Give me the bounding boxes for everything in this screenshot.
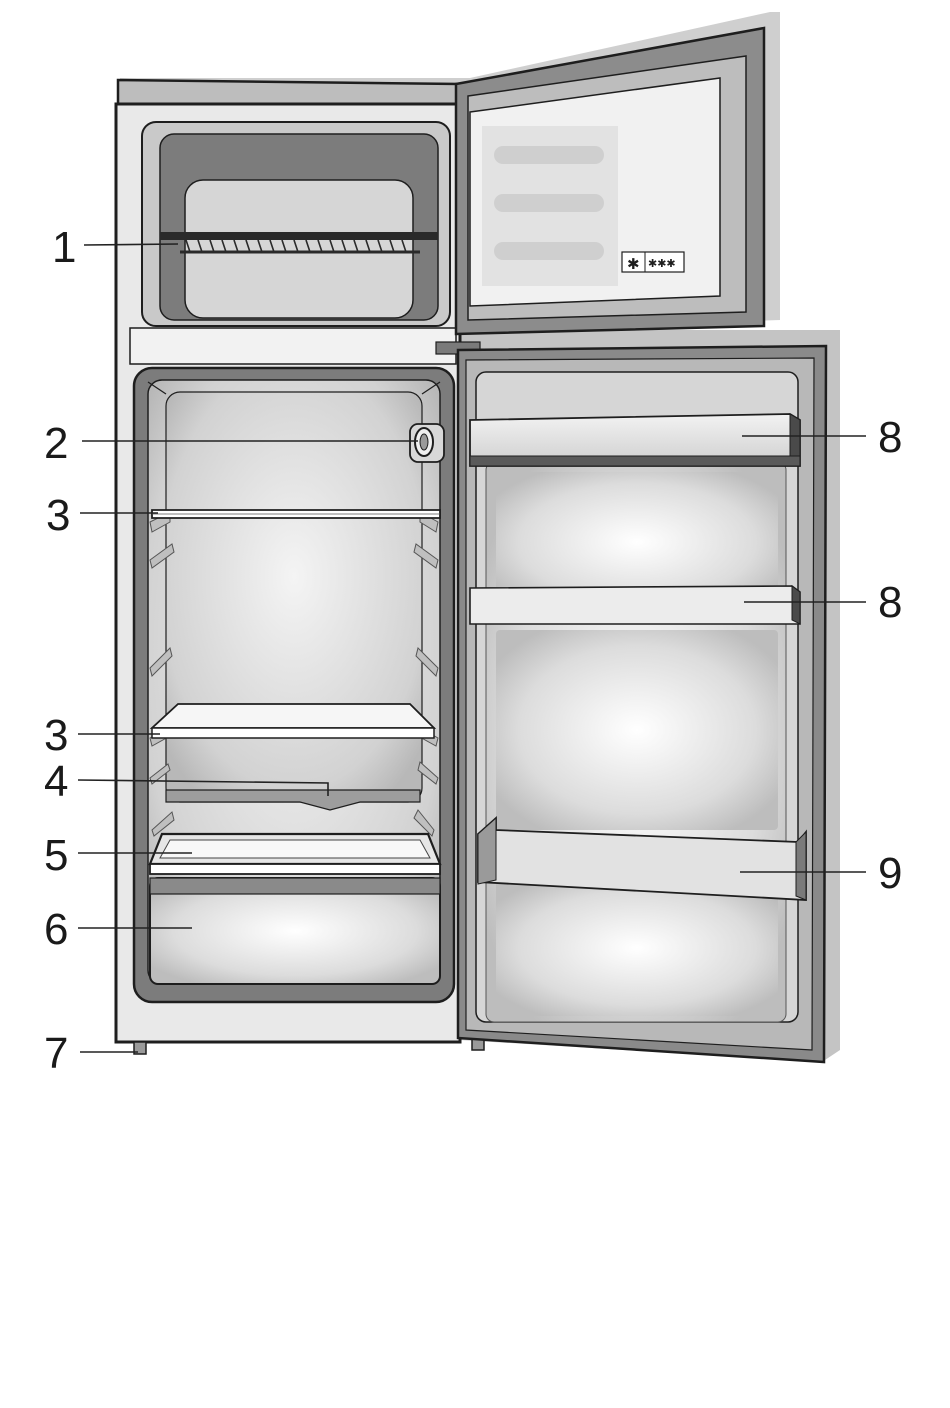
callout-4: 4 (44, 757, 68, 806)
callout-9: 9 (878, 849, 902, 898)
snowflake-icon: ✱ (627, 255, 640, 273)
crisper-drawer (150, 878, 440, 984)
callout-5: 5 (44, 831, 68, 880)
callout-3-lower: 3 (44, 711, 68, 760)
callout-2: 2 (44, 419, 68, 468)
fridge-compartment (134, 368, 454, 1002)
callout-3-upper: 3 (46, 491, 70, 540)
callout-8-middle: 8 (878, 578, 902, 627)
star-rating-label: ✱✱✱ (648, 257, 676, 270)
glass-shelf-upper (152, 510, 440, 518)
callout-7: 7 (44, 1029, 68, 1078)
thermostat-knob (410, 424, 444, 462)
callout-8-top: 8 (878, 413, 902, 462)
compartment-divider (130, 328, 456, 364)
door-shelf-top (470, 414, 800, 466)
callout-6: 6 (44, 905, 68, 954)
freezer-compartment (142, 122, 450, 326)
callout-1: 1 (52, 223, 76, 272)
crisper-frame (150, 834, 440, 874)
fridge-door (458, 346, 826, 1062)
door-shelf-middle (470, 586, 800, 624)
glass-shelf-lower (152, 704, 434, 738)
freezer-star-label: ✱ ✱✱✱ (622, 252, 684, 273)
